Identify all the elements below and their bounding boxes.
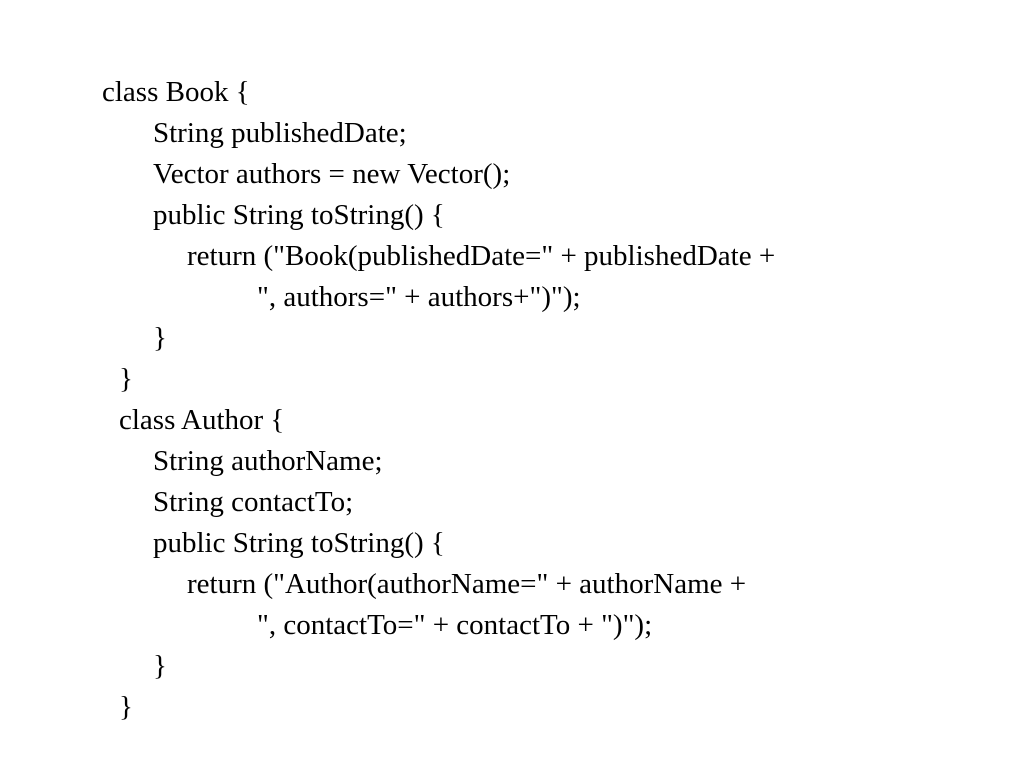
authors-field: Vector authors = new Vector(); xyxy=(153,158,511,190)
author-class-declaration: class Author { xyxy=(119,404,285,436)
author-name-field: String authorName; xyxy=(153,445,383,477)
book-class-declaration: class Book { xyxy=(102,76,250,108)
book-tostring-signature: public String toString() { xyxy=(153,199,445,231)
author-tostring-signature: public String toString() { xyxy=(153,527,445,559)
contact-to-field: String contactTo; xyxy=(153,486,354,518)
book-return-statement: return ("Book(publishedDate=" + publishe… xyxy=(187,240,776,272)
author-method-close-brace: } xyxy=(153,650,167,682)
author-return-continuation: ", contactTo=" + contactTo + ")"); xyxy=(257,609,653,641)
book-return-continuation: ", authors=" + authors+")"); xyxy=(257,281,581,313)
book-method-close-brace: } xyxy=(153,322,167,354)
author-return-statement: return ("Author(authorName=" + authorNam… xyxy=(187,568,747,600)
book-class-close-brace: } xyxy=(119,363,133,395)
author-class-close-brace: } xyxy=(119,691,133,723)
published-date-field: String publishedDate; xyxy=(153,117,407,149)
